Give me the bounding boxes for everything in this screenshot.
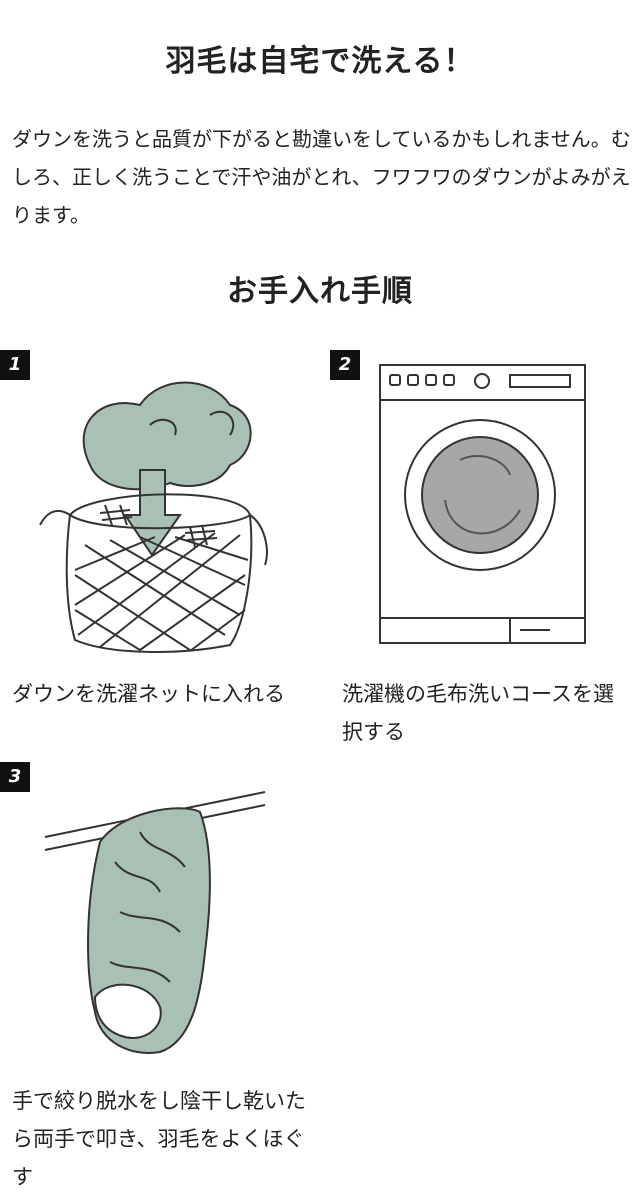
down-jacket-icon [82,381,252,491]
step-number-badge: 3 [0,762,30,792]
washing-machine-illustration [379,364,586,644]
step-3-text: 手で絞り脱水をし陰干し乾いたら両手で叩き、羽毛をよくほぐす [12,1089,306,1189]
laundry-net-icon [39,493,268,653]
heading-container: 羽毛は自宅で洗える！ [0,42,640,84]
washing-machine-icon [379,364,586,644]
step-2: 2 洗濯機の毛布洗いコースを選択する [330,350,640,750]
down-arrow-icon [123,469,182,557]
down-into-laundry-net-illustration [39,381,268,653]
heading-container-2: お手入れ手順 [0,272,640,314]
hanging-down-to-dry-illustration [44,791,266,1054]
section-title-procedure: お手入れ手順 [217,272,423,314]
step-1-text: ダウンを洗濯ネットに入れる [12,682,285,706]
step-2-text: 洗濯機の毛布洗いコースを選択する [342,682,614,744]
intro-paragraph: ダウンを洗うと品質が下がると勘違いをしているかもしれません。むしろ、正しく洗うこ… [12,127,631,227]
step-1: 1 ダウンを洗濯ネットに入れる [0,350,320,750]
step-number-badge: 1 [0,350,30,380]
step-number-badge: 2 [330,350,360,380]
step-3: 3 手で絞り脱水をし陰干し乾いたら両手で叩き、羽毛をよくほぐす [0,762,320,1200]
section-title-washable: 羽毛は自宅で洗える！ [155,42,485,84]
hanging-down-jacket-icon [87,807,211,1054]
